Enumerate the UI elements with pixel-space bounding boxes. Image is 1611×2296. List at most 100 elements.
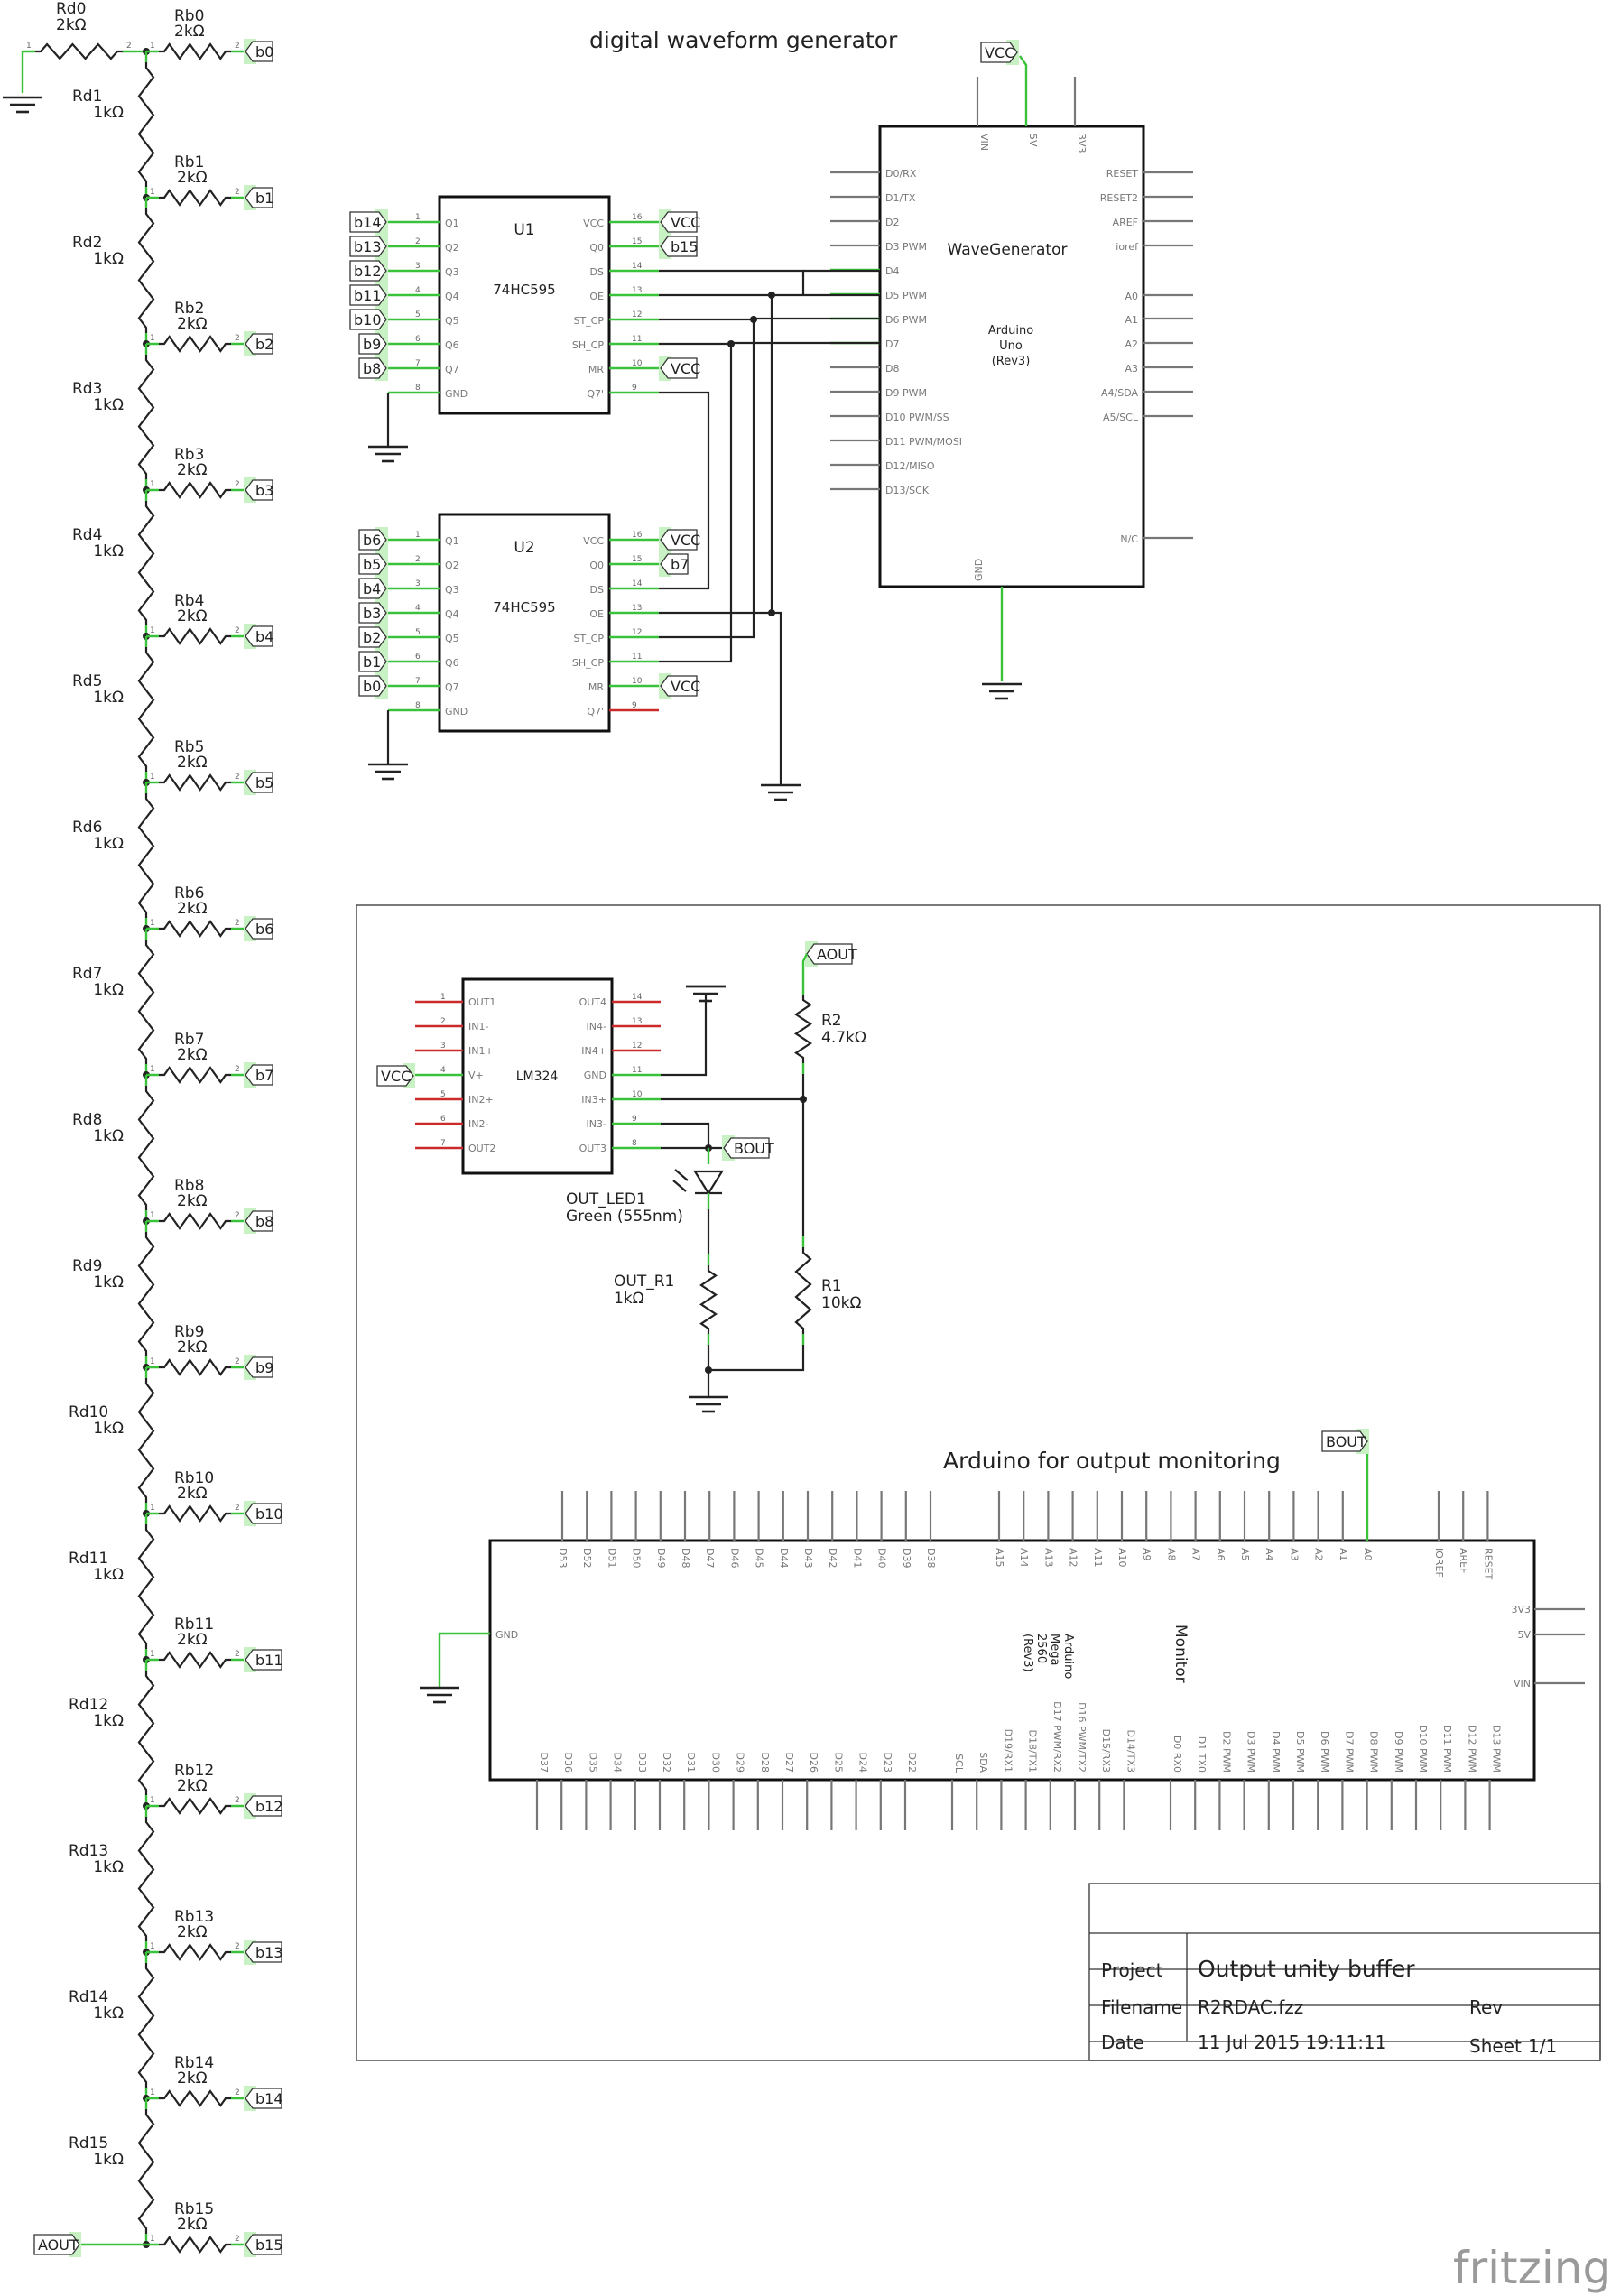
pin-number: 6 xyxy=(415,335,421,344)
ground-symbol xyxy=(982,682,1022,700)
pin-label: AREF xyxy=(1113,217,1138,228)
pin-label: D6 PWM xyxy=(885,314,927,326)
pin-number: 14 xyxy=(632,579,643,588)
pin-label: IN4+ xyxy=(581,1045,606,1057)
pin-number: 11 xyxy=(632,1066,642,1075)
net-label-box xyxy=(245,918,273,940)
pin-number: 1 xyxy=(415,531,421,540)
net-label-b2: b2 xyxy=(244,331,273,356)
pin-label: D36 xyxy=(562,1753,574,1773)
pin-label: IN2- xyxy=(468,1118,488,1130)
net-label-box xyxy=(358,675,387,697)
rb-value: 2kΩ xyxy=(177,754,208,772)
pin-label: D2 PWM xyxy=(1220,1731,1232,1773)
rb-name: Rb15 xyxy=(174,2200,214,2218)
led-value: Green (555nm) xyxy=(566,1208,683,1226)
resistor-zigzag xyxy=(159,189,231,207)
resistor-rd15 xyxy=(137,2098,155,2245)
resistor-zigzag xyxy=(794,995,812,1063)
pin-label: Q7' xyxy=(587,388,604,400)
resistor-rd2 xyxy=(137,198,155,344)
pin-label: D8 PWM xyxy=(1368,1731,1380,1773)
net-label-b9: b9 xyxy=(358,331,388,356)
pin-label: D49 xyxy=(655,1548,667,1568)
net-label-box xyxy=(660,357,698,379)
net-label-b5: b5 xyxy=(358,551,388,577)
ground-symbol xyxy=(689,1395,728,1413)
mega-name: Monitor xyxy=(1171,1625,1190,1683)
pin-number: 4 xyxy=(415,286,421,295)
rd-value: 1kΩ xyxy=(93,689,124,707)
oe-bus xyxy=(659,293,773,615)
pin-label: D12/MISO xyxy=(885,460,935,472)
resistor-out-r1 xyxy=(699,1254,718,1345)
uno-body xyxy=(878,125,1145,588)
pin-label: MR xyxy=(588,364,604,375)
oe-gnd xyxy=(772,611,782,785)
shcp-bus xyxy=(659,342,733,663)
pin-label: A12 xyxy=(1068,1548,1079,1568)
rb-value: 2kΩ xyxy=(177,2069,208,2088)
pin-label: D10 PWM/SS xyxy=(885,412,949,423)
resistor-zigzag xyxy=(159,335,231,353)
pin-number: 13 xyxy=(632,1017,642,1026)
rd-value: 1kΩ xyxy=(93,542,124,560)
pin-number: 1 xyxy=(150,1357,155,1366)
pin-number: 12 xyxy=(632,310,642,319)
net-label-b8: b8 xyxy=(244,1208,273,1234)
net-label-text: b5 xyxy=(363,556,381,573)
filename-value: R2RDAC.fzz xyxy=(1198,1996,1303,2018)
junction-dot xyxy=(768,609,775,616)
pin-label: Q5 xyxy=(445,315,459,327)
resistor-zigzag xyxy=(159,481,231,499)
pin-label: DS xyxy=(590,584,604,596)
pin-label: ioref xyxy=(1116,241,1139,253)
pin-label: RESET xyxy=(1106,168,1139,180)
net-label-box xyxy=(245,625,273,647)
pin-label: RESET xyxy=(1482,1548,1494,1580)
net-label-text: b14 xyxy=(354,214,382,231)
pin-number: 3 xyxy=(415,579,421,588)
net-label-text: b6 xyxy=(255,921,273,938)
pin-number: 2 xyxy=(235,2235,240,2244)
pin-label: D14/TX3 xyxy=(1125,1730,1136,1773)
net-label-text: b1 xyxy=(255,190,273,207)
rb-value: 2kΩ xyxy=(177,1923,208,1941)
pin-number: 2 xyxy=(235,1211,240,1220)
feedback-wire xyxy=(661,1122,710,1148)
rd-value: 1kΩ xyxy=(93,2004,124,2023)
net-label-box xyxy=(245,2234,282,2255)
pin-label: OUT2 xyxy=(468,1143,495,1154)
rd-name: Rd1 xyxy=(72,88,102,106)
rd-name: Rd14 xyxy=(69,1988,108,2006)
ds-wire xyxy=(659,269,805,295)
rd-name: Rd6 xyxy=(72,819,102,837)
net-label-text: VCC xyxy=(671,214,700,231)
net-label-text: b5 xyxy=(255,774,273,792)
resistor-zigzag xyxy=(159,1504,231,1523)
pin-number: 2 xyxy=(235,1796,240,1805)
pin-number: 5 xyxy=(415,628,421,637)
pin-label: Q3 xyxy=(445,584,459,596)
net-label-box xyxy=(349,284,387,306)
pin-label: D11 PWM xyxy=(1441,1725,1453,1773)
pin-label: A1 xyxy=(1125,314,1138,326)
pin-label: GND xyxy=(445,388,468,400)
resistor-zigzag xyxy=(137,647,155,772)
u1-name: U1 xyxy=(514,221,534,239)
resistor-zigzag xyxy=(159,2089,231,2107)
pin-label: D52 xyxy=(581,1548,593,1568)
net-label-box xyxy=(245,333,273,355)
wavegen-title: digital waveform generator xyxy=(589,27,898,53)
pin-label: V+ xyxy=(468,1069,484,1081)
resistor-zigzag xyxy=(137,62,155,187)
net-label-text: AOUT xyxy=(817,946,857,963)
pin-label: A7 xyxy=(1190,1548,1202,1561)
net-label-b6: b6 xyxy=(358,527,388,552)
pin-number: 7 xyxy=(440,1139,446,1148)
resistor-zigzag xyxy=(699,1265,718,1334)
pin-label: D45 xyxy=(754,1548,765,1568)
